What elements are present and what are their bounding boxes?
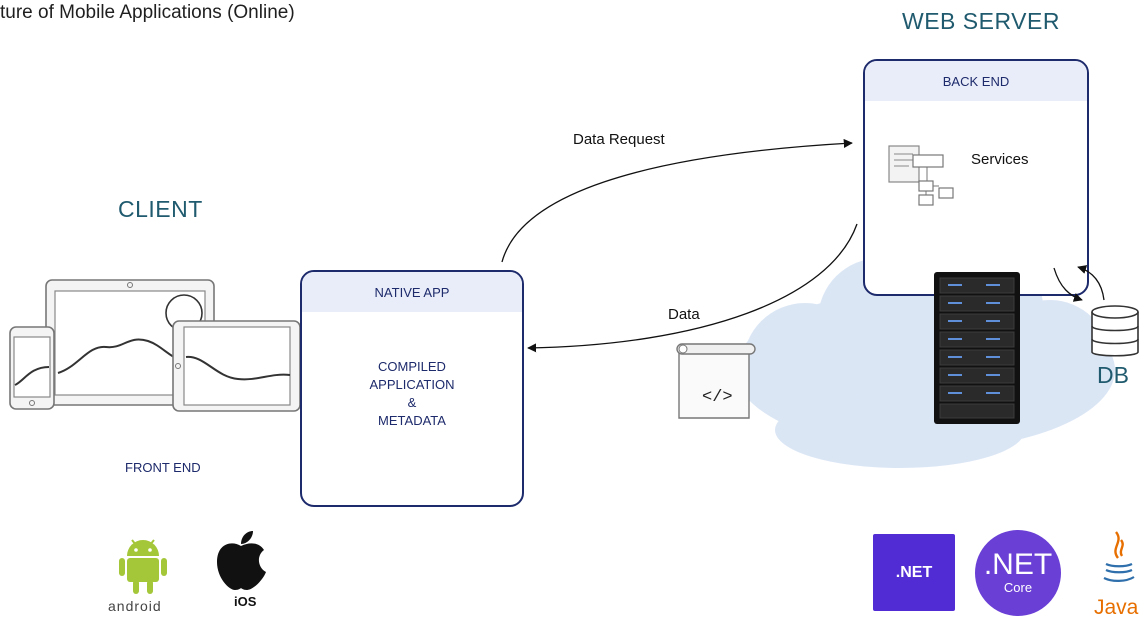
apple-logo-icon [217, 531, 266, 590]
back-end-box: BACK END Services [863, 59, 1089, 296]
front-end-label: FRONT END [125, 460, 201, 475]
android-logo-icon [119, 539, 167, 594]
server-rack-icon [934, 272, 1020, 424]
java-wordmark: Java [1094, 596, 1139, 619]
dotnet-logo-icon: .NET [873, 534, 955, 611]
application-label: APPLICATION [369, 377, 455, 392]
code-document-icon [676, 343, 756, 419]
back-end-header: BACK END [865, 61, 1087, 101]
web-server-heading: WEB SERVER [902, 8, 1060, 34]
data-label: Data [668, 306, 700, 323]
native-app-box: NATIVE APP COMPILED APPLICATION & METADA… [300, 270, 524, 507]
dotnet-core-logo-icon: .NET Core [975, 530, 1061, 616]
compiled-label: COMPILED [378, 359, 446, 374]
metadata-label: METADATA [378, 413, 446, 428]
native-app-header: NATIVE APP [302, 272, 522, 312]
code-symbol: </> [702, 388, 733, 407]
java-logo-icon [1103, 531, 1135, 582]
services-icon [888, 145, 954, 206]
dotnet-core-main: .NET [983, 548, 1053, 581]
ios-label: iOS [234, 594, 257, 609]
dotnet-label: .NET [895, 563, 933, 581]
diagram-title: ture of Mobile Applications (Online) [0, 2, 295, 23]
devices-illustration [9, 279, 301, 412]
ampersand-label: & [407, 395, 417, 410]
data-request-label: Data Request [573, 131, 665, 148]
client-heading: CLIENT [118, 196, 203, 222]
database-icon [1091, 305, 1139, 357]
dotnet-core-sub: Core [1003, 580, 1033, 595]
db-label: DB [1097, 362, 1129, 388]
services-label: Services [971, 151, 1029, 168]
android-wordmark: android [108, 598, 162, 614]
